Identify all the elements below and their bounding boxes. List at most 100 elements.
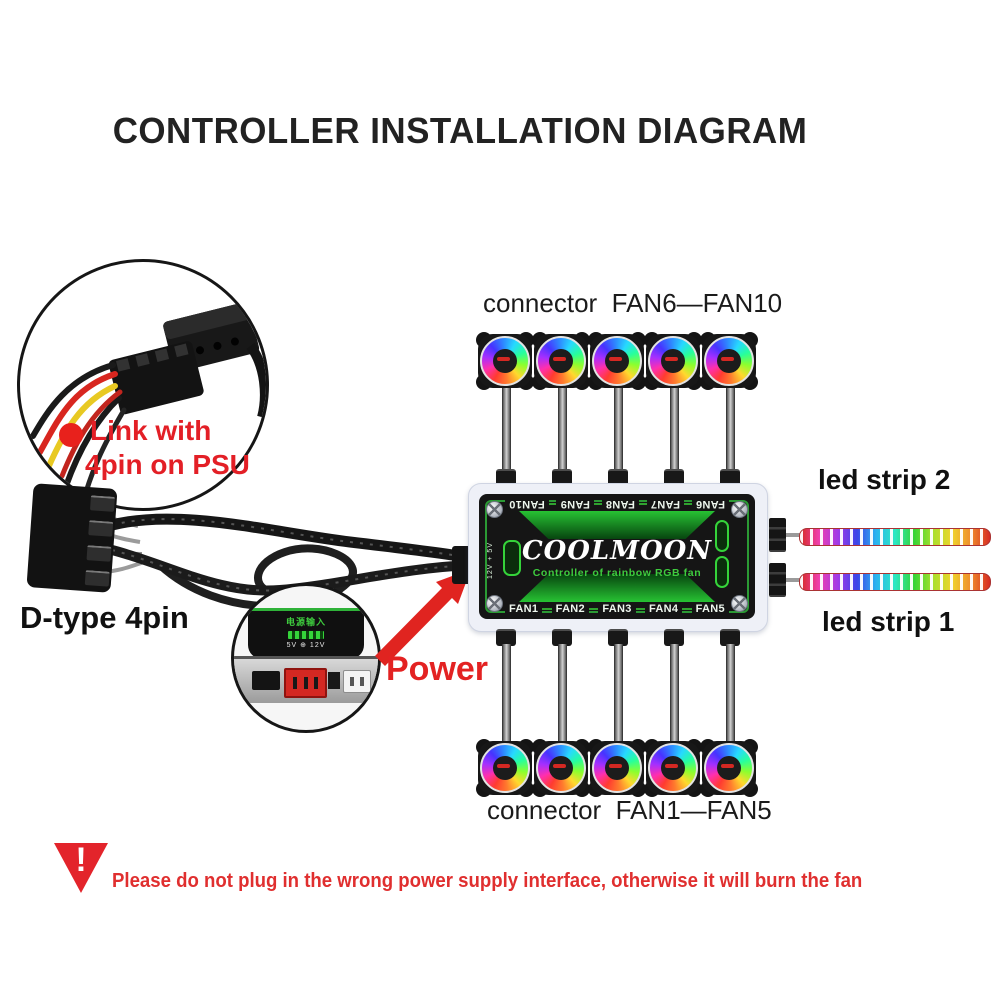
port-label: FAN9: [556, 498, 594, 510]
port-label: FAN6: [691, 498, 729, 510]
green-pin-block: [288, 631, 324, 639]
fan-hub-sticker: [665, 357, 678, 361]
d-type-pin: [86, 545, 112, 562]
screw-icon: [731, 595, 748, 612]
label-connector-fan1-fan5: connector FAN1—FAN5: [487, 795, 772, 825]
fan-plug: [552, 629, 572, 646]
psu-note-line1: Link with: [90, 415, 212, 446]
side-socket: [328, 672, 340, 689]
fan-cable: [558, 388, 567, 470]
fan-hub-sticker: [609, 764, 622, 768]
led-port-pill-2: [715, 520, 729, 552]
green-trapezoid-top: [519, 511, 715, 539]
label-led-strip-1: led strip 1: [822, 606, 955, 637]
power-port-inset: 电源输入 5V ⊕ 12V: [231, 583, 381, 733]
controller-face: FAN6 FAN7 FAN8 FAN9 FAN10 FAN1 FAN2 FAN3…: [479, 494, 755, 619]
fan-plug: [608, 469, 628, 486]
fan-hub: [605, 756, 629, 780]
rgb-fan-icon: [700, 739, 756, 795]
fan-hub-sticker: [721, 357, 734, 361]
port-label: FAN3: [598, 603, 636, 615]
rgb-fan-icon: [700, 332, 756, 388]
fan-cable: [614, 644, 623, 741]
fan-hub: [661, 349, 685, 373]
fan-cable: [558, 644, 567, 741]
rgb-fan-icon: [532, 332, 588, 388]
power-pin: [303, 677, 308, 689]
d-type-pin: [89, 495, 115, 512]
power-pin: [314, 677, 319, 689]
led-port-pill-1: [715, 556, 729, 588]
port-label: FAN8: [601, 498, 639, 510]
warning-exclamation: !: [75, 841, 87, 879]
power-port-highlighted: [284, 668, 327, 698]
fan-hub: [605, 349, 629, 373]
molex-connectors-illustration: [30, 302, 266, 495]
fan-plug: [496, 469, 516, 486]
led-strip2-pin: [786, 533, 800, 537]
fan-plug: [608, 629, 628, 646]
fan-cable: [614, 388, 623, 470]
led-strip1-pin: [786, 578, 800, 582]
fan-hub-sticker: [665, 764, 678, 768]
fan-rainbow-ring: [648, 743, 698, 793]
led-strip-1: [799, 573, 991, 591]
port-row-fan1-fan5: FAN1 FAN2 FAN3 FAN4 FAN5: [505, 602, 729, 616]
fan-cable: [670, 388, 679, 470]
warning-triangle-icon: !: [54, 843, 108, 893]
led-strip2-connector: [769, 518, 786, 552]
fan-hub-sticker: [553, 764, 566, 768]
voltage-marking: 5V ⊕ 12V: [286, 642, 326, 649]
fan-hub: [549, 349, 573, 373]
rgb-fan-icon: [588, 739, 644, 795]
port-label: FAN10: [505, 498, 549, 510]
label-d-type-4pin: D-type 4pin: [20, 600, 189, 635]
fan-cable: [726, 388, 735, 470]
green-trapezoid-bottom: [519, 574, 715, 602]
fan-plug: [720, 469, 740, 486]
label-led-strip-2: led strip 2: [818, 464, 951, 495]
page-title: CONTROLLER INSTALLATION DIAGRAM: [112, 110, 808, 151]
fan-hub-sticker: [553, 357, 566, 361]
fan-cable: [502, 644, 511, 741]
rgb-fan-icon: [588, 332, 644, 388]
warning-text: Please do not plug in the wrong power su…: [112, 870, 863, 892]
port-label: FAN1: [505, 603, 543, 615]
rgb-fan-icon: [644, 332, 700, 388]
fan-hub-sticker: [609, 357, 622, 361]
fan-hub: [717, 756, 741, 780]
fan-rainbow-ring: [592, 743, 642, 793]
d-type-4pin-connector: [26, 483, 118, 593]
d-type-pin: [88, 520, 114, 537]
port-row-fan6-fan10: FAN6 FAN7 FAN8 FAN9 FAN10: [505, 497, 729, 511]
label-connector-fan6-fan10: connector FAN6—FAN10: [483, 288, 783, 318]
psu-note-line2: 4pin on PSU: [85, 449, 250, 480]
controller-left-plug: [452, 546, 472, 584]
fan-plug: [664, 469, 684, 486]
brand-coolmoon: COOLMOON: [521, 536, 713, 566]
fan-cable: [502, 388, 511, 470]
white-4pin-connector: [343, 670, 371, 693]
power-pcb-face: 电源输入 5V ⊕ 12V: [248, 608, 364, 659]
brand-subtitle: Controller of rainbow RGB fan: [532, 567, 702, 579]
fan-plug: [664, 629, 684, 646]
port-label: FAN7: [646, 498, 684, 510]
red-dot-bullet: [59, 423, 83, 447]
psu-link-inset: [17, 259, 269, 511]
led-strip-2: [799, 528, 991, 546]
label-power: Power: [386, 650, 489, 688]
port-label: FAN5: [691, 603, 729, 615]
screw-icon: [731, 501, 748, 518]
screw-icon: [486, 501, 503, 518]
fan-hub-sticker: [497, 357, 510, 361]
rgb-fan-icon: [476, 739, 532, 795]
side-port: [252, 671, 280, 690]
fan-hub: [493, 756, 517, 780]
fan-cable: [670, 644, 679, 741]
voltage-side-marking: 12V + 5V: [487, 542, 494, 579]
fan-hub: [493, 349, 517, 373]
fan-hub: [717, 349, 741, 373]
rgb-fan-icon: [532, 739, 588, 795]
port-label: FAN4: [644, 603, 683, 615]
